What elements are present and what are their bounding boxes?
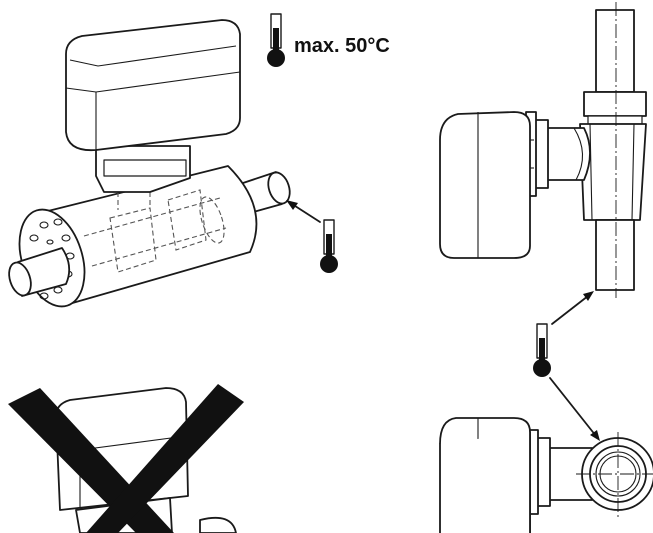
thermometer-icon [319,219,339,274]
arrow-head [590,430,600,441]
arrow-head [286,200,298,210]
vertical-pipe-valve [439,2,647,298]
actuator-insulated-valve [8,19,291,308]
max-temperature-label: max. 50°C [294,35,390,57]
pointer-arrow [291,203,321,223]
pointer-arrow [551,295,589,325]
pipe-thermometer-left [286,200,339,274]
thermometer-icon [532,323,552,378]
cross-out-icon [8,384,244,533]
pointer-arrow [549,377,597,437]
thermometer-icon [266,13,286,68]
arrow-head [583,291,594,301]
prohibited-mounting [8,384,244,533]
ambient-thermometer-top: max. 50°C [266,13,390,68]
pipe-thermometer-right [532,291,600,441]
axial-pipe-valve [439,417,653,533]
